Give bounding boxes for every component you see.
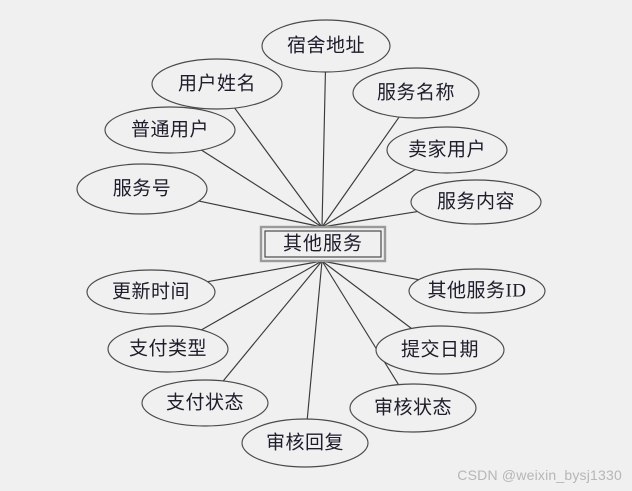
attr-review-status[interactable] [349, 383, 477, 433]
attr-submit-date[interactable] [375, 325, 505, 375]
node-layer [76, 19, 546, 468]
watermark-text: CSDN @weixin_bysj1330 [457, 467, 622, 483]
attr-service-name[interactable] [352, 67, 480, 119]
edge-attr-payment-status [222, 260, 323, 382]
attr-user-name[interactable] [151, 58, 283, 110]
attr-payment-type[interactable] [107, 325, 229, 373]
edge-attr-service-name [321, 116, 400, 228]
edge-attr-dormitory-address [321, 71, 327, 228]
attr-normal-user[interactable] [104, 106, 236, 154]
edge-attr-normal-user [201, 149, 323, 228]
attr-review-reply[interactable] [241, 418, 369, 468]
entity-label: 其他服务 [282, 233, 364, 255]
attr-dormitory-address[interactable] [261, 19, 391, 73]
attr-other-service-id[interactable] [408, 268, 546, 314]
edge-attr-submit-date [321, 260, 412, 329]
edge-attr-user-name [234, 107, 323, 228]
edge-layer [198, 71, 419, 420]
entity-shape-layer [259, 225, 387, 263]
edge-attr-service-number [198, 200, 323, 228]
edge-attr-payment-type [201, 260, 323, 331]
edge-attr-update-time [207, 260, 323, 283]
attr-update-time[interactable] [86, 269, 216, 315]
attr-seller-user[interactable] [386, 126, 508, 174]
edge-attr-service-content [321, 210, 418, 228]
attr-service-content[interactable] [410, 179, 542, 225]
edge-attr-seller-user [321, 169, 416, 228]
edge-attr-other-service-id [321, 260, 419, 281]
attr-service-number[interactable] [76, 163, 208, 215]
edge-attr-review-reply [306, 260, 323, 420]
edge-attr-review-status [321, 260, 400, 385]
attr-payment-status[interactable] [141, 379, 269, 427]
entity-rect-inner [264, 230, 382, 258]
